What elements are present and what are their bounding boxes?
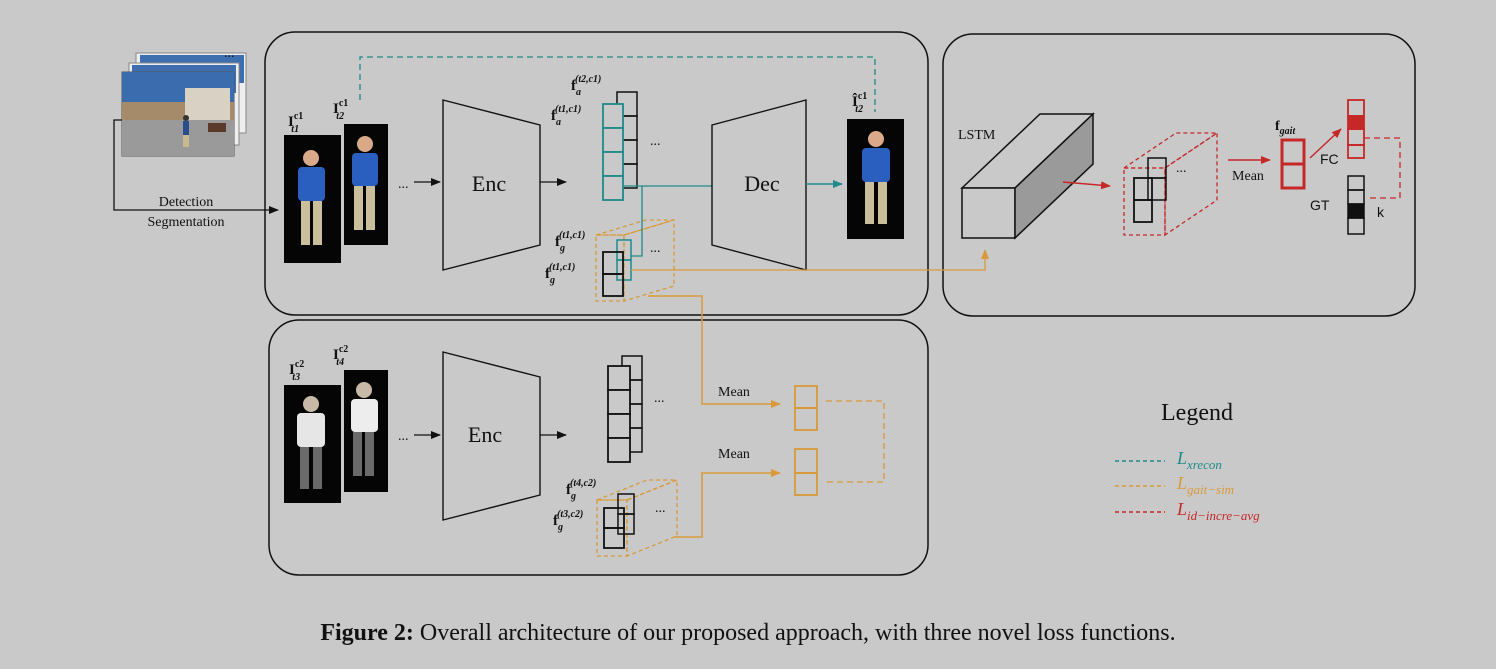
label-fg-t3c2: fg(t3,c2) xyxy=(553,509,583,533)
fc-label: FC xyxy=(1320,151,1339,167)
segmentation-label: Segmentation xyxy=(148,215,225,230)
label-fa-t2c1: fa(t2,c1) xyxy=(571,74,601,98)
lstm-to-hidden-arrow xyxy=(1062,181,1111,190)
mean-path-top xyxy=(648,295,781,408)
encoder-bottom xyxy=(442,351,541,521)
xrecon-loss-line xyxy=(359,56,876,112)
bottom-feature-ellipsis: ... xyxy=(654,391,665,406)
gait-ellipsis-top: ... xyxy=(650,241,661,256)
feature-ellipsis: ... xyxy=(650,134,661,149)
lstm-label: LSTM xyxy=(958,128,996,143)
mean-bottom-label-1: Mean xyxy=(718,385,750,400)
legend-label-xrecon: Lxrecon xyxy=(1176,448,1222,472)
gt-vector xyxy=(1347,175,1365,235)
label-fg-t1c1-b: fg(t1,c1) xyxy=(545,262,575,286)
gait-ellipsis-bottom: ... xyxy=(655,501,666,516)
decoder-label: Dec xyxy=(744,171,780,196)
bottom-ellipsis: ... xyxy=(398,429,409,444)
frame-i-t1-c1 xyxy=(284,135,341,263)
caption-label: Figure 2: xyxy=(320,620,414,646)
fc-arrow xyxy=(1309,128,1342,159)
detection-arrow xyxy=(113,119,279,214)
detection-label: Detection xyxy=(159,195,213,210)
bottom-panel xyxy=(268,319,929,576)
mean-right-label: Mean xyxy=(1232,169,1264,184)
f-gait-vector xyxy=(1280,138,1306,190)
top-ellipsis: ... xyxy=(398,177,409,192)
hidden-ellipsis: ... xyxy=(1176,161,1187,176)
right-panel xyxy=(942,33,1416,317)
legend-label-gait-sim: Lgait−sim xyxy=(1176,473,1234,497)
gait-sim-loss-line xyxy=(826,400,885,483)
gait-feature-cube-bottom xyxy=(596,479,678,557)
teal-link-features xyxy=(623,185,643,257)
id-loss-line xyxy=(1364,137,1401,199)
frame-i-t4-c2 xyxy=(344,370,388,492)
appearance-feature-t1 xyxy=(602,103,624,201)
label-fg-t1c1-a: fg(t1,c1) xyxy=(555,230,585,254)
mean-gait-vector-2 xyxy=(794,448,818,496)
top-panel xyxy=(264,31,929,316)
encoder-top xyxy=(442,99,541,271)
gait-feature-cube-top xyxy=(595,219,675,302)
mean-path-bottom xyxy=(674,469,781,538)
input-video-frames xyxy=(121,52,247,157)
frame-i-t2-c1 xyxy=(344,124,388,245)
label-fg-t4c2: fg(t4,c2) xyxy=(566,478,596,502)
frame-i-hat-t2-c1 xyxy=(847,119,904,239)
encoder-top-label: Enc xyxy=(472,171,506,196)
appearance-feature-bottom xyxy=(607,355,643,463)
fc-output-vector xyxy=(1347,99,1365,159)
gt-label: GT xyxy=(1310,197,1330,213)
hidden-state-cube xyxy=(1121,131,1220,237)
legend-title: Legend xyxy=(1161,400,1233,426)
mean-gait-vector-1 xyxy=(794,385,818,431)
mean-bottom-label-2: Mean xyxy=(718,447,750,462)
gait-to-lstm-arrow xyxy=(631,249,989,271)
caption-text: Overall architecture of our proposed app… xyxy=(413,620,1176,646)
label-f-gait: fgait xyxy=(1275,119,1296,137)
legend-label-id-incre-avg: Lid−incre−avg xyxy=(1176,499,1260,523)
lstm-block xyxy=(960,112,1095,240)
frame-i-t3-c2 xyxy=(284,385,341,503)
label-fa-t1c1: fa(t1,c1) xyxy=(551,104,581,128)
encoder-bottom-label: Enc xyxy=(468,422,502,447)
k-label: k xyxy=(1377,204,1385,220)
frames-ellipsis: ... xyxy=(224,46,235,61)
figure-caption: Figure 2: Overall architecture of our pr… xyxy=(0,620,1496,647)
